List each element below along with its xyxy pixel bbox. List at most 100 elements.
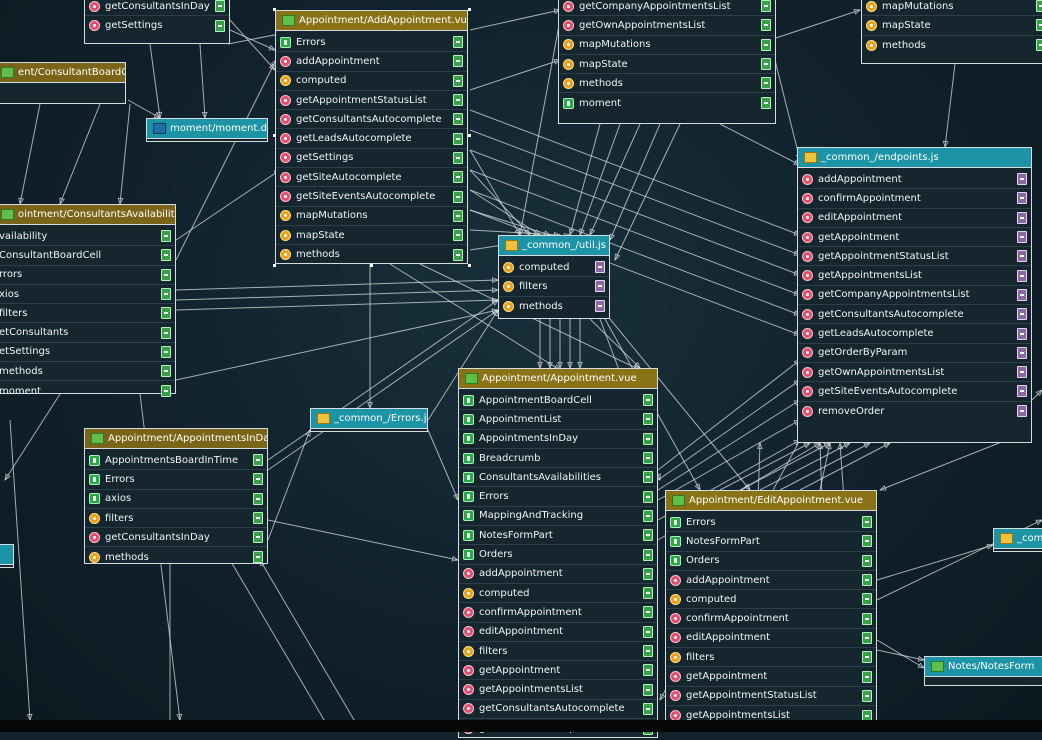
port-icon[interactable] bbox=[761, 38, 771, 51]
dependency-edge[interactable] bbox=[589, 123, 641, 236]
dependency-edge[interactable] bbox=[469, 129, 801, 256]
member-row[interactable]: getAppointmentsList bbox=[459, 680, 657, 700]
dependency-edge[interactable] bbox=[519, 19, 561, 236]
member-row[interactable]: filters bbox=[0, 304, 175, 324]
dependency-edge[interactable] bbox=[569, 123, 601, 236]
dependency-edge[interactable] bbox=[657, 419, 801, 501]
selection-handle[interactable] bbox=[273, 134, 276, 137]
dependency-edge[interactable] bbox=[719, 442, 811, 491]
member-row[interactable]: getConsultantsInDay bbox=[85, 0, 229, 17]
port-icon[interactable] bbox=[161, 385, 171, 398]
member-row[interactable]: getCompanyAppointmentsList bbox=[559, 0, 775, 17]
member-row[interactable]: mapMutations bbox=[862, 0, 1042, 17]
dependency-edge[interactable] bbox=[175, 289, 499, 301]
member-row[interactable]: computed bbox=[276, 72, 467, 91]
selection-handle[interactable] bbox=[468, 8, 471, 11]
member-row[interactable]: AppointmentsInDay bbox=[459, 430, 657, 449]
node-header[interactable]: _common_/endpoints.js bbox=[798, 148, 1031, 168]
port-icon[interactable] bbox=[1017, 192, 1027, 205]
port-icon[interactable] bbox=[643, 452, 653, 465]
member-row[interactable]: filters bbox=[499, 277, 609, 297]
port-icon[interactable] bbox=[161, 326, 171, 339]
dependency-edge[interactable] bbox=[469, 149, 521, 236]
node-header[interactable]: _common_/Errors.js bbox=[311, 409, 427, 429]
dependency-edge[interactable] bbox=[719, 123, 801, 166]
port-icon[interactable] bbox=[862, 535, 872, 548]
member-row[interactable]: filters bbox=[85, 509, 267, 529]
member-row[interactable]: addAppointment bbox=[666, 571, 876, 591]
node-header[interactable]: Appointment/Appointment.vue bbox=[459, 369, 657, 389]
member-row[interactable]: removeOrder bbox=[798, 402, 1031, 421]
dependency-edge[interactable] bbox=[876, 544, 994, 581]
port-icon[interactable] bbox=[161, 230, 171, 243]
port-icon[interactable] bbox=[1017, 173, 1027, 186]
port-icon[interactable] bbox=[253, 551, 263, 564]
dependency-edge[interactable] bbox=[469, 109, 801, 236]
dependency-edge[interactable] bbox=[469, 229, 561, 236]
port-icon[interactable] bbox=[643, 509, 653, 522]
member-row[interactable]: confirmAppointment bbox=[459, 603, 657, 623]
port-icon[interactable] bbox=[1017, 327, 1027, 340]
port-icon[interactable] bbox=[643, 606, 653, 619]
member-row[interactable]: Errors bbox=[666, 513, 876, 533]
member-row[interactable]: getAppointmentStatusList bbox=[666, 687, 876, 706]
member-row[interactable]: AppointmentsBoardInTime bbox=[85, 451, 267, 471]
member-row[interactable]: computed bbox=[459, 584, 657, 604]
port-icon[interactable] bbox=[643, 625, 653, 638]
port-icon[interactable] bbox=[643, 471, 653, 484]
dependency-edge[interactable] bbox=[769, 9, 861, 41]
port-icon[interactable] bbox=[453, 151, 463, 164]
port-icon[interactable] bbox=[1036, 19, 1042, 32]
member-row[interactable]: mapState bbox=[276, 226, 467, 246]
port-icon[interactable] bbox=[643, 432, 653, 445]
port-icon[interactable] bbox=[643, 664, 653, 677]
dependency-edge[interactable] bbox=[579, 123, 621, 236]
dependency-edge[interactable] bbox=[199, 43, 206, 119]
member-row[interactable]: editAppointment bbox=[459, 623, 657, 642]
port-icon[interactable] bbox=[1017, 366, 1027, 379]
port-icon[interactable] bbox=[1017, 405, 1027, 418]
dependency-edge[interactable] bbox=[175, 299, 499, 311]
node-header[interactable]: Appointment/AppointmentsInDay.vue bbox=[85, 429, 267, 449]
member-row[interactable]: mapState bbox=[862, 16, 1042, 36]
port-icon[interactable] bbox=[161, 268, 171, 281]
port-icon[interactable] bbox=[453, 248, 463, 261]
node-header[interactable]: _com bbox=[994, 529, 1042, 549]
member-row[interactable]: confirmAppointment bbox=[798, 189, 1031, 209]
port-icon[interactable] bbox=[453, 94, 463, 107]
node-header[interactable]: Notes/NotesForm bbox=[925, 657, 1042, 677]
port-icon[interactable] bbox=[643, 702, 653, 715]
dependency-edge[interactable] bbox=[944, 63, 956, 148]
member-row[interactable]: filters bbox=[459, 642, 657, 662]
port-icon[interactable] bbox=[862, 574, 872, 587]
dependency-edge[interactable] bbox=[469, 209, 551, 236]
node-left-edge-stub[interactable] bbox=[0, 544, 14, 568]
port-icon[interactable] bbox=[453, 55, 463, 68]
dependency-edge[interactable] bbox=[175, 59, 277, 261]
port-icon[interactable] bbox=[595, 280, 605, 293]
port-icon[interactable] bbox=[643, 413, 653, 426]
port-icon[interactable] bbox=[253, 492, 263, 505]
member-row[interactable]: Errors bbox=[85, 470, 267, 490]
selection-handle[interactable] bbox=[468, 134, 471, 137]
member-row[interactable]: getConsultantsAutocomplete bbox=[276, 110, 467, 130]
dependency-edge[interactable] bbox=[589, 318, 641, 369]
port-icon[interactable] bbox=[761, 58, 771, 71]
dependency-edge[interactable] bbox=[267, 309, 499, 471]
port-icon[interactable] bbox=[1017, 231, 1027, 244]
member-row[interactable]: methods bbox=[0, 362, 175, 382]
dependency-edge[interactable] bbox=[175, 309, 499, 381]
dependency-edge[interactable] bbox=[469, 169, 531, 236]
member-row[interactable]: methods bbox=[559, 74, 775, 94]
member-row[interactable]: methods bbox=[499, 297, 609, 316]
member-row[interactable]: addAppointment bbox=[798, 170, 1031, 190]
dependency-edge[interactable] bbox=[229, 29, 276, 51]
port-icon[interactable] bbox=[161, 288, 171, 301]
member-row[interactable]: getConsultantsInDay bbox=[85, 528, 267, 548]
